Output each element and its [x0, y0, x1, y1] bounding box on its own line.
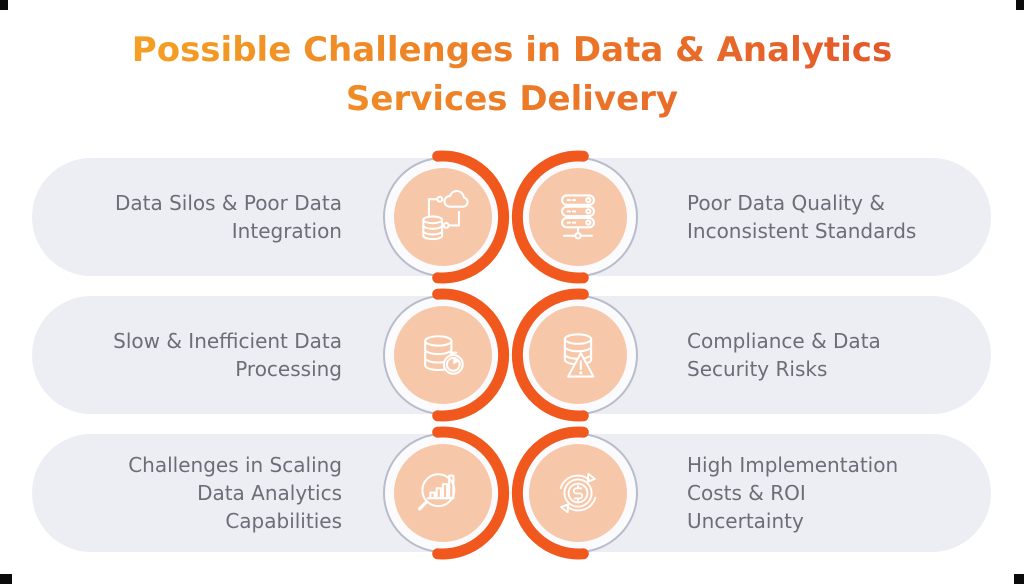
- icon-badge-right: [508, 423, 648, 563]
- server-stack-icon: [561, 194, 595, 240]
- challenge-label: Slow & Inefficient Data Processing: [113, 329, 342, 381]
- icon-badge-right: [508, 147, 648, 287]
- corner-mark-top-right: [1016, 0, 1024, 10]
- challenge-row-3: Challenges in Scaling Data Analytics Cap…: [32, 426, 991, 560]
- database-warning-icon: [563, 333, 595, 378]
- badge-ring: [383, 150, 510, 284]
- database-stopwatch-icon: [424, 335, 464, 375]
- corner-mark-bottom-right: [1014, 574, 1024, 584]
- challenge-row-1: Data Silos & Poor Data Integration Poor …: [32, 150, 991, 284]
- page-title: Possible Challenges in Data & Analytics …: [0, 26, 1024, 124]
- challenge-label: High Implementation Costs & ROI Uncertai…: [687, 453, 899, 533]
- badge-ring: [511, 288, 638, 422]
- magnifier-bar-chart-icon: [417, 473, 456, 511]
- challenge-label: Challenges in Scaling Data Analytics Cap…: [128, 453, 342, 533]
- challenge-row-2: Slow & Inefficient Data Processing Compl…: [32, 288, 991, 422]
- challenge-label: Data Silos & Poor Data Integration: [114, 191, 342, 243]
- corner-mark-top-left: [0, 0, 8, 10]
- badge-ring: [383, 288, 510, 422]
- icon-badge-left: [373, 285, 513, 425]
- icon-badge-right: [508, 285, 648, 425]
- corner-mark-bottom-left: [0, 574, 12, 584]
- database-cloud-sync-icon: [422, 189, 469, 241]
- challenge-label: Compliance & Data Security Risks: [687, 329, 881, 381]
- icon-badge-left: [373, 423, 513, 563]
- dollar-cycle-icon: [559, 472, 597, 514]
- icon-badge-left: [373, 147, 513, 287]
- challenge-label: Poor Data Quality & Inconsistent Standar…: [687, 191, 917, 243]
